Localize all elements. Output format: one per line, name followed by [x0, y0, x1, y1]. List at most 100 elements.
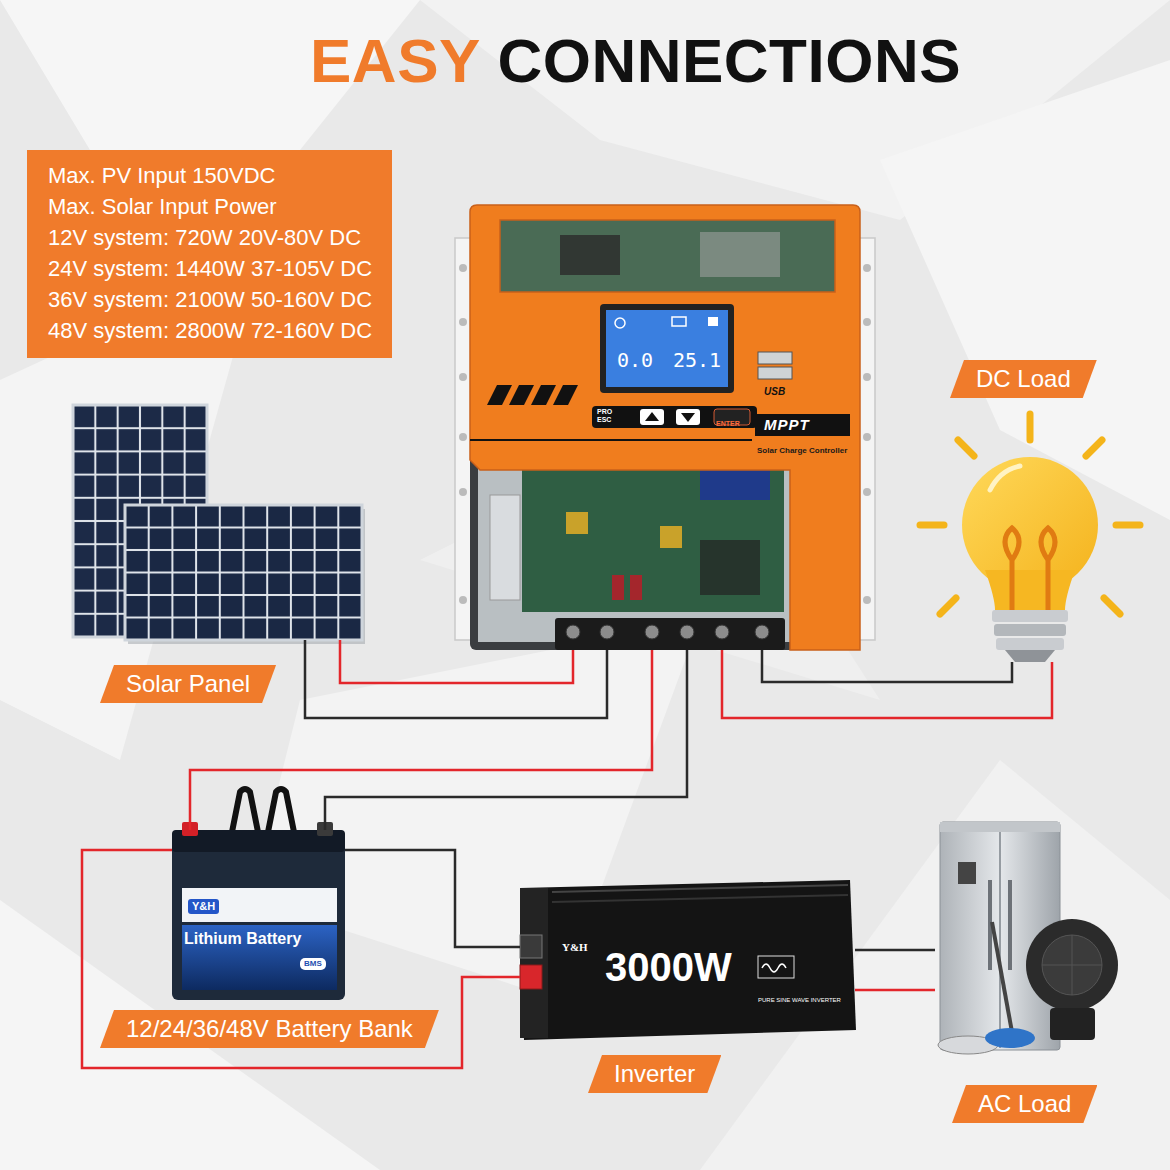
- component-tag-slot: DC Load: [950, 360, 1097, 398]
- battery-art-part: [182, 925, 337, 990]
- bulb-art-part: [992, 610, 1068, 622]
- controller-art-part: [863, 318, 871, 326]
- feature-badge-slot: BMS: [300, 952, 326, 970]
- feature-badge: BMS: [300, 958, 326, 970]
- controller-art-part: [459, 488, 467, 496]
- inverter-art-part: [552, 895, 848, 902]
- spec-line: 36V system: 2100W 50-160V DC: [48, 284, 372, 315]
- component-tag: DC Load: [950, 360, 1097, 398]
- ac-load-art-part: [1008, 880, 1012, 970]
- wire: [855, 949, 935, 952]
- bulb-art-part-part: [958, 440, 974, 456]
- solar-panel-art: [73, 405, 365, 644]
- product-label-slot: Solar Charge Controller: [757, 439, 847, 457]
- controller-art-part: [700, 540, 760, 595]
- controller-art-part: [600, 304, 734, 393]
- component-tag: 12/24/36/48V Battery Bank: [100, 1010, 439, 1048]
- power-rating-slot: 3000W: [605, 944, 732, 990]
- controller-art-part: [560, 235, 620, 275]
- inverter-art-part: [758, 956, 794, 978]
- controller-art: [455, 205, 875, 650]
- battery-art-part: [172, 830, 345, 1000]
- controller-art-part: [755, 414, 850, 436]
- bulb-art: [920, 414, 1140, 662]
- controller-art-part: [606, 310, 728, 387]
- component-tag: Solar Panel: [100, 665, 276, 703]
- spec-line: 24V system: 1440W 37-105V DC: [48, 253, 372, 284]
- lcd-reading: 25.1: [673, 350, 721, 370]
- brand-label: MPPT: [764, 416, 810, 433]
- controller-art-part: [509, 385, 534, 405]
- inverter-art-part: [520, 880, 856, 1040]
- controller-art-part: [615, 318, 625, 328]
- solar-panel: Solar Panel: [73, 405, 362, 640]
- wire: [325, 650, 687, 830]
- wire: [340, 640, 573, 683]
- bulb-art-part-part: [1104, 598, 1120, 614]
- button-label-slot: PRO ESC: [597, 408, 615, 426]
- controller-art-part: [708, 317, 718, 326]
- controller-art-part: [522, 462, 784, 612]
- dc-load: DC Load: [962, 457, 1098, 662]
- wire: [762, 650, 1012, 682]
- controller-art-part: [566, 512, 588, 534]
- wire: [722, 650, 1052, 718]
- terminal-screws-part: [715, 625, 729, 639]
- controller-art-part: [758, 367, 792, 379]
- port-label: USB: [764, 386, 785, 397]
- controller-art-part: [459, 433, 467, 441]
- controller-art-part: [640, 409, 664, 425]
- ac-load-art-part: [1042, 935, 1102, 995]
- controller-art-part: [863, 488, 871, 496]
- controller-art-part: [459, 318, 467, 326]
- terminal-screws-part: [600, 625, 614, 639]
- controller-art-part: [478, 462, 790, 642]
- bulb-art-part-part: [1027, 414, 1034, 440]
- bulb-art-part-part: [920, 522, 944, 529]
- controller-art-part: [672, 317, 686, 326]
- inverter-art-part: [520, 965, 542, 989]
- lcd-reading: 0.0: [617, 350, 653, 370]
- ac-load: AC Load: [935, 820, 1115, 1060]
- terminal-screws-part: [755, 625, 769, 639]
- controller-art-part: [487, 385, 512, 405]
- controller-art-part: [700, 232, 780, 277]
- inverter-art-part: [552, 885, 848, 892]
- inverter-art-part: [762, 964, 786, 972]
- power-rating: 3000W: [605, 944, 732, 990]
- bulb-art-part-part: [1086, 440, 1102, 456]
- inverter-art: [520, 880, 856, 1040]
- lcd-reading-slot: 0.0: [617, 350, 653, 371]
- controller-art-part: [700, 470, 770, 500]
- bulb-art-part: [990, 466, 1020, 490]
- ac-load-art-part: [992, 922, 1012, 1032]
- controller-art-part: [470, 439, 752, 441]
- title-slot: EASY CONNECTIONS: [310, 24, 961, 98]
- controller-art-part: [553, 385, 578, 405]
- product-label: PURE SINE WAVE INVERTER: [758, 997, 841, 1004]
- controller-art-part: [495, 215, 840, 295]
- controller-art-part: [758, 352, 792, 364]
- spec-panel: Max. PV Input 150VDCMax. Solar Input Pow…: [27, 150, 392, 358]
- controller-art-part: [459, 264, 467, 272]
- battery-art-part: [182, 888, 337, 922]
- button-label-slot: ENTER: [716, 412, 740, 430]
- terminal-screws-part: [645, 625, 659, 639]
- controller-art-part: [645, 412, 659, 421]
- solar-panel-art-part: [125, 505, 362, 640]
- ac-load-art-part: [1026, 919, 1118, 1011]
- battery-art: [172, 789, 345, 1000]
- inverter-art-part: [520, 935, 542, 958]
- ac-load-art-part: [940, 822, 1060, 832]
- controller-art-part: [459, 596, 467, 604]
- terminal-screws-part: [566, 625, 580, 639]
- spec-line: Max. PV Input 150VDC: [48, 160, 372, 191]
- component-tag-slot: Inverter: [588, 1055, 721, 1093]
- terminal-screws: [566, 625, 769, 639]
- bulb-art-part: [996, 638, 1064, 650]
- inverter: Y&H3000WPURE SINE WAVE INVERTERInverter: [520, 882, 855, 1040]
- page-title: EASY CONNECTIONS: [310, 24, 961, 98]
- component-tag-slot: Solar Panel: [100, 665, 276, 703]
